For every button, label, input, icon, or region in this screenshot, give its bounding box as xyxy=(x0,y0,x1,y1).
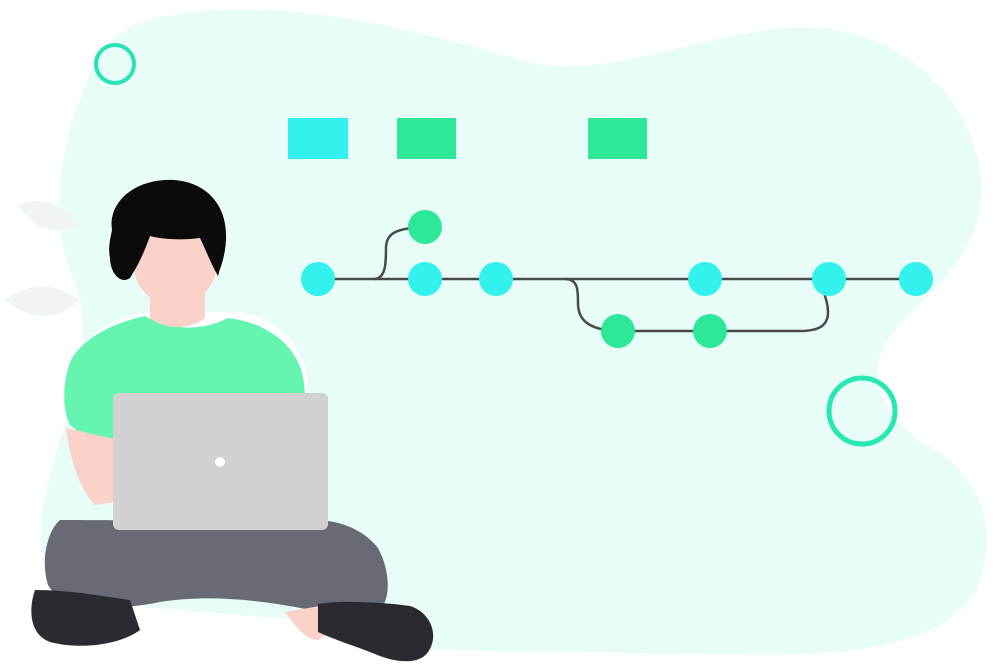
ring-icon xyxy=(94,43,136,85)
commit-node xyxy=(301,262,335,296)
laptop-logo xyxy=(215,457,225,467)
commit-node xyxy=(899,262,933,296)
person-figure xyxy=(31,179,434,662)
commit-node xyxy=(408,210,442,244)
commit-node xyxy=(812,262,846,296)
commit-node xyxy=(479,262,513,296)
commit-node xyxy=(688,262,722,296)
branch-label-green-2 xyxy=(588,118,647,159)
leaf-icon xyxy=(5,201,80,316)
shoe-left xyxy=(31,590,140,646)
commit-node xyxy=(601,314,635,348)
branch-label-cyan xyxy=(288,118,348,159)
head xyxy=(133,218,217,306)
ring-icon xyxy=(826,375,898,447)
commit-nodes xyxy=(301,210,933,348)
commit-node xyxy=(408,262,442,296)
commit-node xyxy=(693,314,727,348)
branch-label-green xyxy=(397,118,456,159)
hair xyxy=(109,179,227,280)
shoe-right xyxy=(318,601,434,662)
pants xyxy=(44,519,388,612)
